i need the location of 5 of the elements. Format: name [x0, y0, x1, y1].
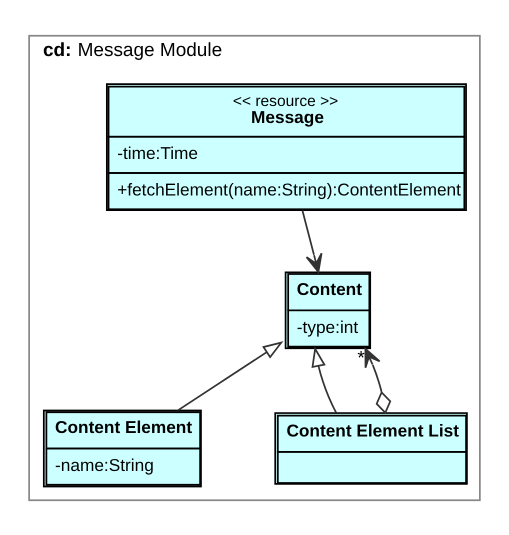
- arrow: [311, 346, 337, 413]
- arrow: [302, 210, 322, 272]
- arrow: [178, 340, 284, 410]
- edge-label: *: [357, 348, 365, 369]
- arrow: [364, 347, 392, 414]
